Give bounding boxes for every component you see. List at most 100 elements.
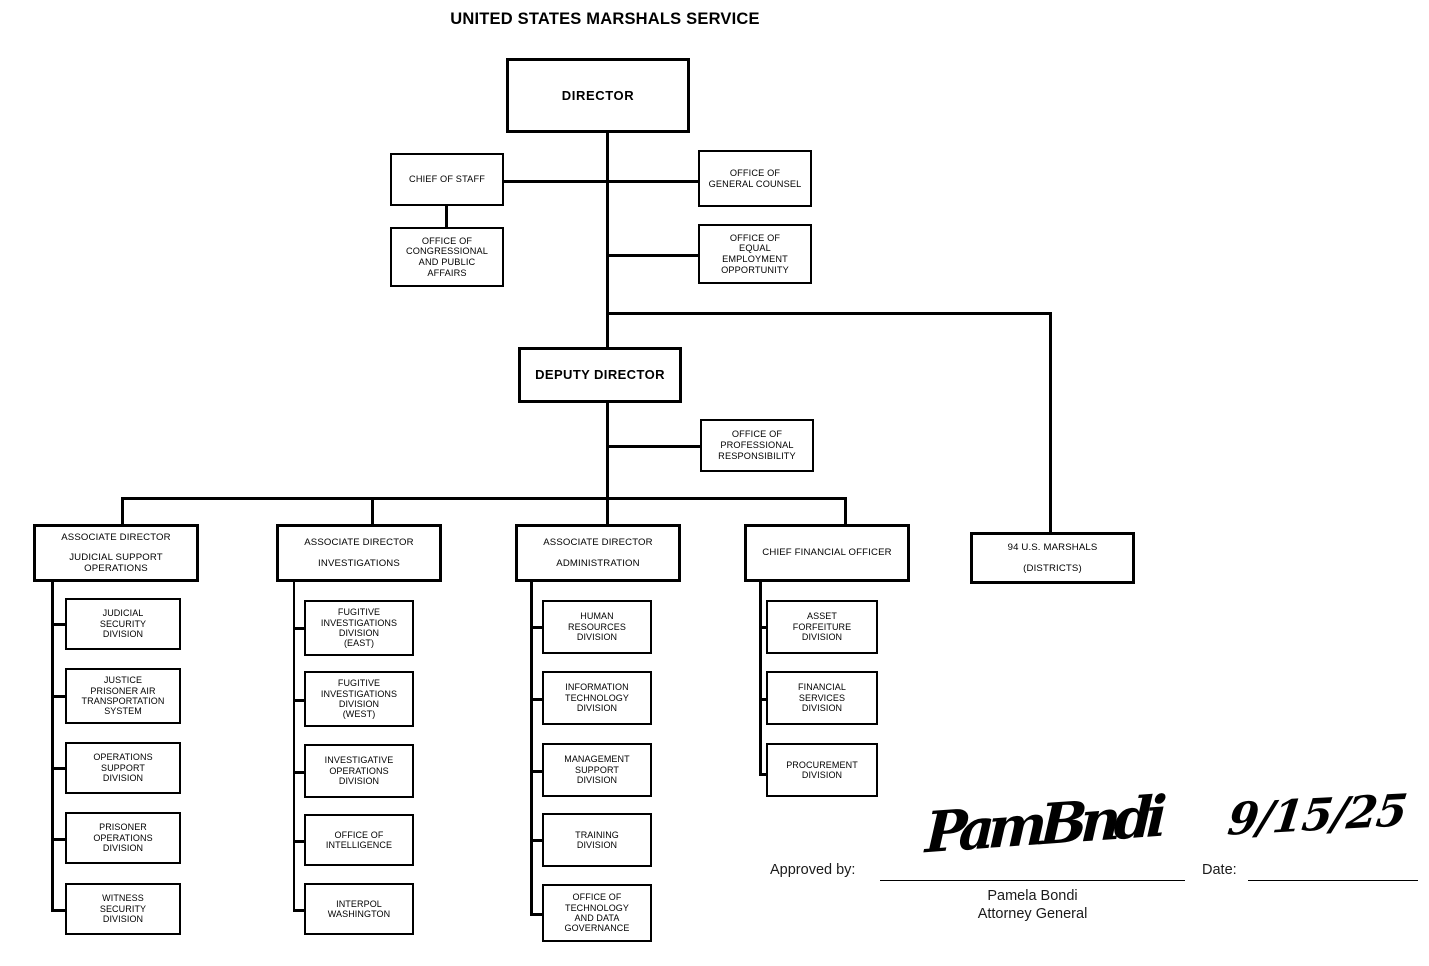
node-division[interactable]: PRISONER OPERATIONS DIVISION [65,812,181,864]
node-division[interactable]: FUGITIVE INVESTIGATIONS DIVISION (WEST) [304,671,414,727]
line: DIVISION [102,843,144,854]
node-division[interactable]: OFFICE OF INTELLIGENCE [304,814,414,866]
page-title: UNITED STATES MARSHALS SERVICE [450,10,760,28]
connector-drop-col-1 [121,497,124,524]
line: DIVISION [576,632,618,643]
node-division[interactable]: MANAGEMENT SUPPORT DIVISION [542,743,652,797]
node-division[interactable]: FUGITIVE INVESTIGATIONS DIVISION (EAST) [304,600,414,656]
line: AND PUBLIC [418,257,476,267]
line: OFFICE OF [421,235,473,246]
connector-col1-stub-1 [51,623,66,626]
connector-col2-stub-3 [293,771,306,774]
line: ASSOCIATE DIRECTOR [61,531,171,543]
line: 94 U.S. MARSHALS [1007,542,1098,554]
signature-line [880,880,1185,881]
line: DIVISION [801,770,843,780]
connector-director-trunk [606,133,609,358]
line: INFORMATION [565,682,629,693]
node-division[interactable]: OPERATIONS SUPPORT DIVISION [65,742,181,794]
line: MANAGEMENT [564,754,630,765]
node-chief-of-staff[interactable]: CHIEF OF STAFF [390,153,504,206]
connector-col3-trunk [530,582,533,916]
line: TRANSPORTATION [81,696,165,706]
line: OFFICE OF [572,892,622,903]
connector-professional-responsibility [606,445,700,448]
node-division[interactable]: PROCUREMENT DIVISION [766,743,878,797]
node-deputy-director[interactable]: DEPUTY DIRECTOR [518,347,682,403]
node-division[interactable]: HUMAN RESOURCES DIVISION [542,600,652,654]
line: OPERATIONS [329,765,389,776]
node-division[interactable]: JUDICIAL SECURITY DIVISION [65,598,181,650]
node-division[interactable]: INVESTIGATIVE OPERATIONS DIVISION [304,744,414,798]
line: CONGRESSIONAL [405,246,489,257]
signer-role: Attorney General [977,906,1088,922]
node-division[interactable]: ASSET FORFEITURE DIVISION [766,600,878,654]
connector-col1-stub-2 [51,695,66,698]
connector-col1-stub-4 [51,838,66,841]
connector-marshals-vertical [1049,312,1052,532]
line: AFFAIRS [427,267,467,278]
connector-col2-trunk [293,582,295,912]
line: DIVISION [102,629,144,640]
line: INVESTIGATIONS [320,688,398,699]
line: WITNESS [102,893,144,904]
node-director[interactable]: DIRECTOR [506,58,690,133]
approval-block: Approved by: PamBndi Pamela Bondi Attorn… [770,784,1420,960]
node-division[interactable]: OFFICE OF TECHNOLOGY AND DATA GOVERNANCE [542,884,652,942]
node-94-us-marshals[interactable]: 94 U.S. MARSHALS (DISTRICTS) [970,532,1135,584]
connector-drop-col-3 [606,497,609,524]
line: SECURITY [99,618,147,629]
line: DIVISION [102,773,144,784]
line: FUGITIVE [337,607,381,618]
line: INTELLIGENCE [325,840,393,850]
connector-col3-stub-5 [530,913,544,916]
line: TECHNOLOGY [564,902,629,913]
line: AND DATA [574,913,620,923]
line: GOVERNANCE [564,923,630,934]
node-division[interactable]: INFORMATION TECHNOLOGY DIVISION [542,671,652,725]
connector-col1-stub-5 [51,909,66,912]
node-chief-financial-officer[interactable]: CHIEF FINANCIAL OFFICER [744,524,910,582]
line: OPPORTUNITY [721,264,789,275]
connector-col1-trunk [51,582,54,912]
node-associate-director-investigations[interactable]: ASSOCIATE DIRECTOR INVESTIGATIONS [276,524,442,582]
node-division[interactable]: TRAINING DIVISION [542,813,652,867]
line: INVESTIGATIONS [320,617,398,628]
connector-deputy-trunk [606,403,609,499]
line: EMPLOYMENT [722,254,788,264]
line: JUDICIAL [102,608,144,619]
connector-col1-stub-3 [51,767,66,770]
line: OPERATIONS [84,563,148,575]
signature-mark: PamBndi [924,783,1162,867]
connector-general-counsel [606,180,698,183]
line: OFFICE OF [731,429,783,440]
line: (WEST) [342,709,376,720]
node-division[interactable]: FINANCIAL SERVICES DIVISION [766,671,878,725]
line: DIVISION [576,840,618,850]
node-division[interactable]: JUSTICE PRISONER AIR TRANSPORTATION SYST… [65,668,181,724]
line: DIVISION [801,703,843,714]
node-division[interactable]: INTERPOL WASHINGTON [304,883,414,935]
node-office-professional-responsibility[interactable]: OFFICE OF PROFESSIONAL RESPONSIBILITY [700,419,814,472]
line: JUSTICE [103,675,143,686]
line: ASSOCIATE DIRECTOR [304,537,414,549]
date-line [1248,880,1418,881]
node-associate-director-administration[interactable]: ASSOCIATE DIRECTOR ADMINISTRATION [515,524,681,582]
connector-col2-stub-4 [293,840,306,843]
line: WASHINGTON [327,909,391,919]
connector-col3-stub-2 [530,698,544,701]
line: OPERATIONS [93,832,153,843]
line: FUGITIVE [337,678,381,689]
line: PRISONER AIR [90,685,156,696]
node-associate-director-judicial-support[interactable]: ASSOCIATE DIRECTOR JUDICIAL SUPPORT OPER… [33,524,199,582]
node-chief-of-staff-label: CHIEF OF STAFF [409,174,485,185]
line: INVESTIGATIONS [318,557,400,569]
line: INTERPOL [336,898,382,909]
node-office-eeo[interactable]: OFFICE OF EQUAL EMPLOYMENT OPPORTUNITY [698,224,812,284]
line: ASSOCIATE DIRECTOR [543,537,653,549]
line: DIVISION [338,628,380,638]
node-office-general-counsel[interactable]: OFFICE OF GENERAL COUNSEL [698,150,812,207]
node-division[interactable]: WITNESS SECURITY DIVISION [65,883,181,935]
node-office-congressional-affairs[interactable]: OFFICE OF CONGRESSIONAL AND PUBLIC AFFAI… [390,227,504,287]
line: EQUAL [739,243,771,254]
